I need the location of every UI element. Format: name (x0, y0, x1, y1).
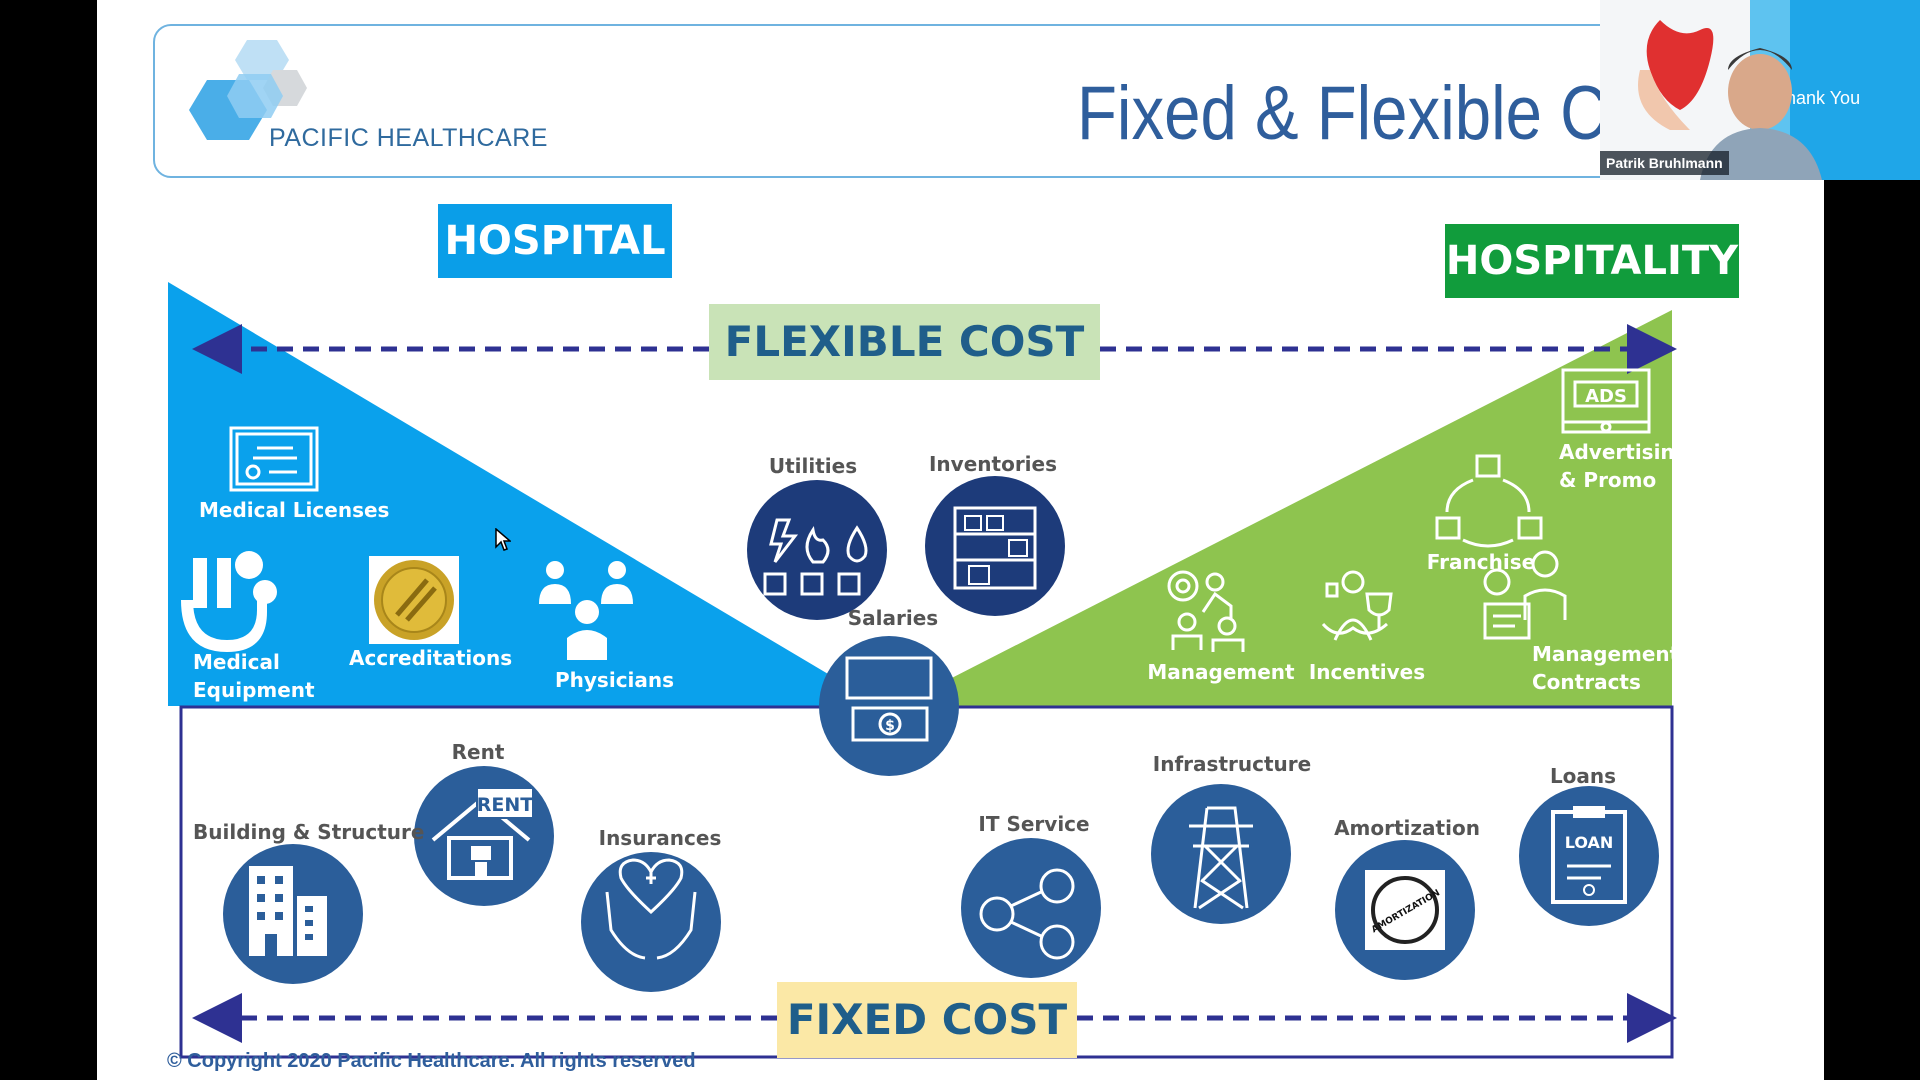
flexible-cost-banner: FLEXIBLE COST (709, 304, 1100, 380)
loans-label: Loans (1549, 764, 1617, 788)
inventory-shelf-icon (925, 476, 1065, 616)
franchise-label: Franchise (1426, 550, 1536, 574)
slide-title: Fixed & Flexible Co (1077, 71, 1644, 156)
svg-text:$: $ (885, 718, 895, 734)
rent-label: Rent (451, 740, 505, 764)
fixed-cost-banner: FIXED COST (777, 982, 1077, 1058)
building-structure-label: Building & Structure (193, 820, 425, 844)
accreditations-label: Accreditations (349, 646, 513, 670)
salaries-icon: $ (819, 636, 959, 776)
infrastructure-label: Infrastructure (1152, 752, 1312, 776)
video-background-text: hank You (1786, 88, 1861, 108)
participant-avatar-icon (1638, 20, 1822, 180)
stethoscope-icon (181, 551, 277, 652)
inventories-label: Inventories (928, 452, 1058, 476)
utilities-label: Utilities (768, 454, 858, 478)
building-icon (223, 844, 363, 984)
amortization-stamp-icon (1335, 840, 1475, 980)
insurance-hands-heart-icon (581, 852, 721, 992)
advertising-label-line2: & Promo (1559, 468, 1657, 492)
rent-house-icon (414, 766, 554, 906)
mouse-cursor-icon (495, 528, 511, 551)
incentives-label: Incentives (1308, 660, 1426, 684)
infrastructure-tower-icon (1151, 784, 1291, 924)
hospitality-triangle (897, 310, 1672, 706)
management-contracts-icon (1483, 550, 1567, 640)
franchise-network-icon (1435, 454, 1543, 548)
copyright-text: © Copyright 2020 Pacific Healthcare. All… (167, 1050, 696, 1072)
slide-header (153, 24, 1717, 178)
amortization-label: Amortization (1334, 816, 1480, 840)
certificate-icon (229, 426, 319, 492)
incentives-trophy-icon (1321, 570, 1393, 641)
advertising-billboard-icon (1561, 368, 1651, 434)
management-contracts-label-line2: Contracts (1532, 670, 1641, 694)
hospital-tag: HOSPITAL (438, 204, 672, 278)
participant-video-tile[interactable]: hank You Patrik Bruhlmann (1600, 0, 1920, 180)
management-label: Management (1147, 660, 1295, 684)
loan-badge: LOAN (1565, 833, 1614, 852)
physicians-label: Physicians (555, 668, 675, 692)
loan-document-icon (1519, 786, 1659, 926)
slide: PACIFIC HEALTHCARE Fixed & Flexible Co H… (97, 0, 1824, 1080)
management-team-icon (1167, 570, 1245, 652)
rent-badge: RENT (477, 794, 534, 816)
cost-diagram: $ ADS (168, 282, 1677, 1059)
hospital-triangle (168, 282, 882, 706)
advertising-label-line1: Advertising (1559, 440, 1689, 464)
physicians-icon (539, 561, 633, 660)
medical-equipment-label-line1: Medical (193, 650, 280, 674)
salaries-label: Salaries (847, 606, 939, 630)
medical-licenses-label: Medical Licenses (199, 498, 390, 522)
video-background-panel (1790, 0, 1920, 180)
hospitality-tag: HOSPITALITY (1445, 224, 1739, 298)
accreditation-seal-icon (369, 556, 459, 644)
utilities-icon (747, 480, 887, 620)
logo-text: PACIFIC HEALTHCARE (269, 124, 548, 152)
it-service-network-icon (961, 838, 1101, 978)
insurances-label: Insurances (598, 826, 722, 850)
medical-equipment-label-line2: Equipment (193, 678, 315, 702)
pacific-healthcare-logo-icon (189, 40, 307, 140)
participant-name-tag: Patrik Bruhlmann (1600, 151, 1729, 175)
ads-badge: ADS (1585, 386, 1627, 407)
management-contracts-label-line1: Management (1532, 642, 1680, 666)
it-service-label: IT Service (978, 812, 1090, 836)
